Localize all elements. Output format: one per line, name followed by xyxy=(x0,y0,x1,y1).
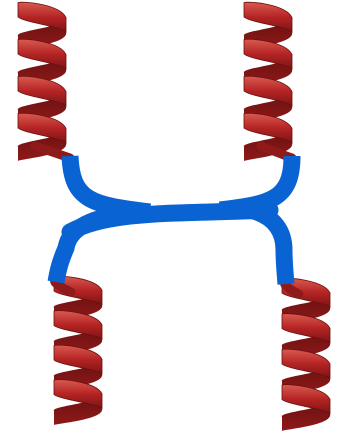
helix-top-left xyxy=(18,2,70,161)
helix-front-strand xyxy=(282,314,330,343)
helix-front-strand xyxy=(244,39,292,69)
blue-linker-loop xyxy=(56,156,292,284)
helix-front-strand xyxy=(18,2,66,32)
helix-top-right xyxy=(244,2,292,161)
helix-front-strand xyxy=(244,113,292,143)
helix-front-strand xyxy=(244,2,292,32)
helix-front-strand xyxy=(282,349,330,378)
helix-bottom-left xyxy=(54,276,102,425)
helix-front-strand xyxy=(18,39,66,69)
linker-top-left-arm xyxy=(70,156,150,212)
linker-bottom-right-arm xyxy=(250,210,286,284)
helix-bottom-right xyxy=(282,278,330,431)
helix-front-strand xyxy=(244,76,292,106)
helix-front-strand xyxy=(18,76,66,106)
helix-front-strand xyxy=(18,113,66,143)
linker-top-right-arm xyxy=(220,156,292,210)
helix-front-strand xyxy=(282,385,330,414)
